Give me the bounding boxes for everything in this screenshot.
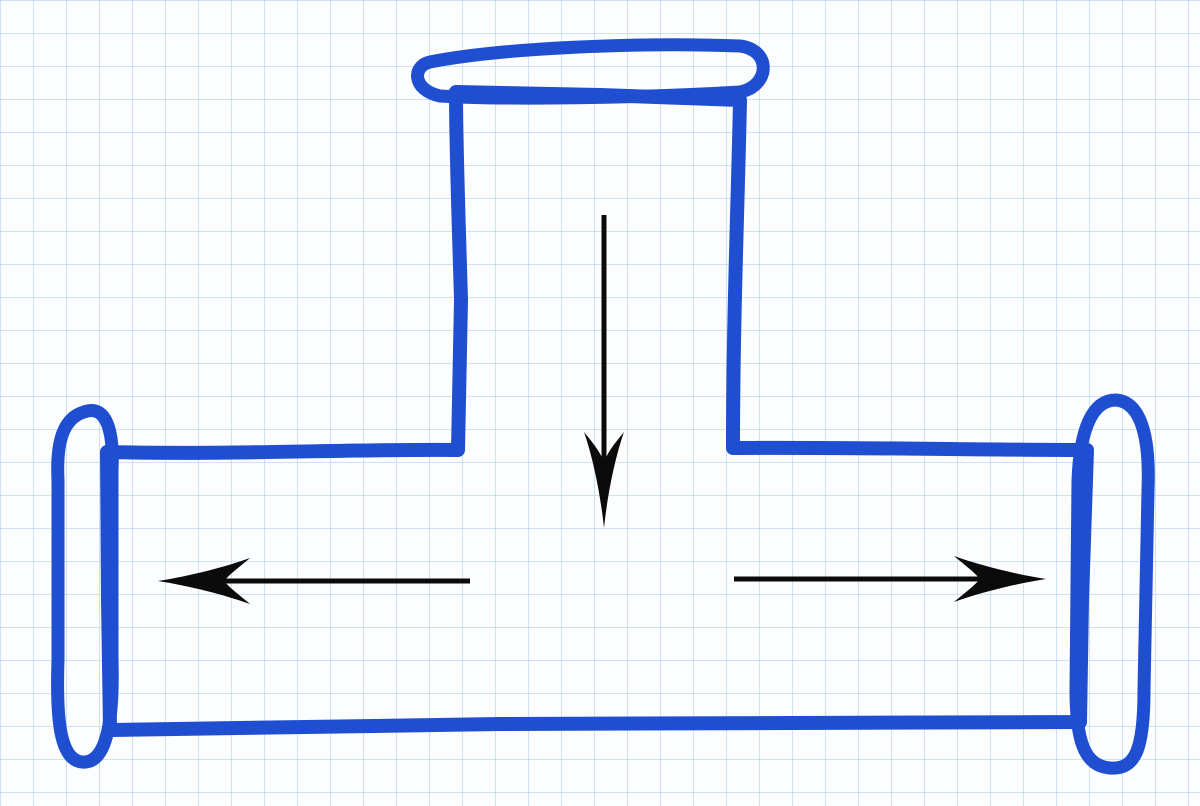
inlet-arrow-head: [584, 432, 624, 528]
right-flange: [1069, 393, 1155, 775]
top-flange: [411, 38, 770, 105]
left-outlet-arrow: [158, 558, 470, 604]
tee-body-outline: [100, 85, 1094, 737]
right-arrow-head: [954, 556, 1046, 602]
right-outlet-arrow: [734, 556, 1046, 602]
inlet-arrow-down: [584, 215, 624, 528]
left-flange: [51, 404, 119, 769]
left-arrow-head: [158, 558, 250, 604]
